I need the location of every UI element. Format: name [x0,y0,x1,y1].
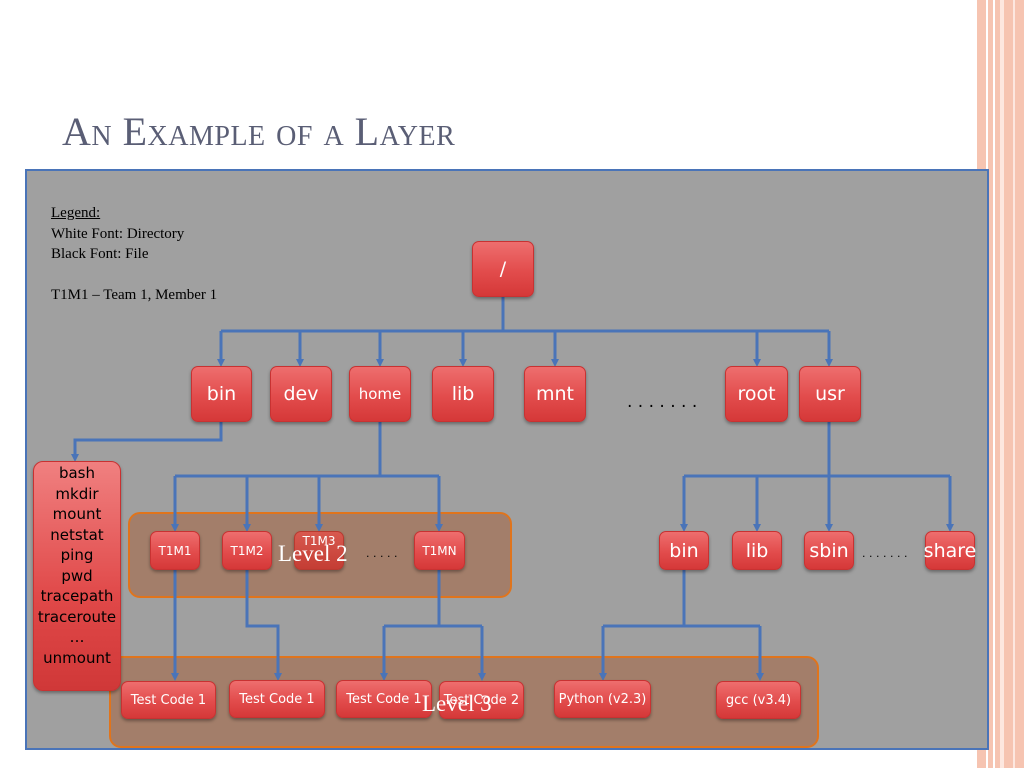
usr-lib-directory-node[interactable]: lib [732,531,782,570]
usr-directory-node[interactable]: usr [799,366,861,422]
test-code-file-node[interactable]: Test Code 1 [229,680,325,718]
decor-stripe [995,0,1024,768]
root-directory-node[interactable]: / [472,241,534,297]
team-member-node-t1m1[interactable]: T1M1 [150,531,200,570]
file-item: ping [60,546,94,564]
slide-title: An Example of a Layer [62,109,456,154]
file-item: tracepath [40,587,114,605]
team-member-node-t1m3[interactable]: T1M3 [294,531,344,570]
usr-sbin-directory-node[interactable]: sbin [804,531,854,570]
gcc-file-node[interactable]: gcc (v3.4) [716,681,801,719]
dev-directory-node[interactable]: dev [270,366,332,422]
file-item: pwd [61,566,93,585]
decor-stripe [988,0,993,768]
file-item: bash [58,464,96,482]
lib-directory-node[interactable]: lib [432,366,494,422]
test-code-2-file-node[interactable]: Test Code 2 [439,681,524,719]
usr-share-directory-node[interactable]: share [924,531,976,570]
level-3-label: Level 3 [422,691,492,716]
mnt-directory-node[interactable]: mnt [524,366,586,422]
decor-stripe [1013,0,1015,768]
python-file-node[interactable]: Python (v2.3) [554,680,651,718]
file-item: … [69,628,85,646]
bin-directory-node[interactable]: bin [191,366,252,422]
legend: Legend: White Font: Directory Black Font… [51,203,217,306]
test-code-file-node[interactable]: Test Code 1 [336,680,432,718]
more-usr-directories-ellipsis: . . . . . . . [862,547,908,560]
more-members-ellipsis: . . . . . [366,547,398,560]
level-2-label: Level 2 [278,541,348,566]
file-item: unmount [43,648,111,667]
test-code-file-node[interactable]: Test Code 1 [121,681,216,719]
team-member-node-t1m2[interactable]: T1M2 [222,531,272,570]
file-item: netstat [50,525,104,544]
legend-heading: Legend: [51,205,101,221]
legend-line: Black Font: File [51,246,149,262]
bin-file-list: bash mkdir mount netstat ping pwd tracep… [33,461,121,691]
file-item: mount [52,505,102,523]
team-member-node-t1mn[interactable]: T1MN [414,531,465,570]
decor-stripe [1000,0,1004,768]
root-home-directory-node[interactable]: root [725,366,788,422]
legend-line: T1M1 – Team 1, Member 1 [51,287,218,303]
file-item: traceroute [37,607,117,626]
usr-bin-directory-node[interactable]: bin [659,531,709,570]
home-directory-node[interactable]: home [349,366,411,422]
file-item: mkdir [55,484,99,503]
legend-line: White Font: Directory [51,225,185,242]
more-directories-ellipsis: . . . . . . . [627,392,698,412]
